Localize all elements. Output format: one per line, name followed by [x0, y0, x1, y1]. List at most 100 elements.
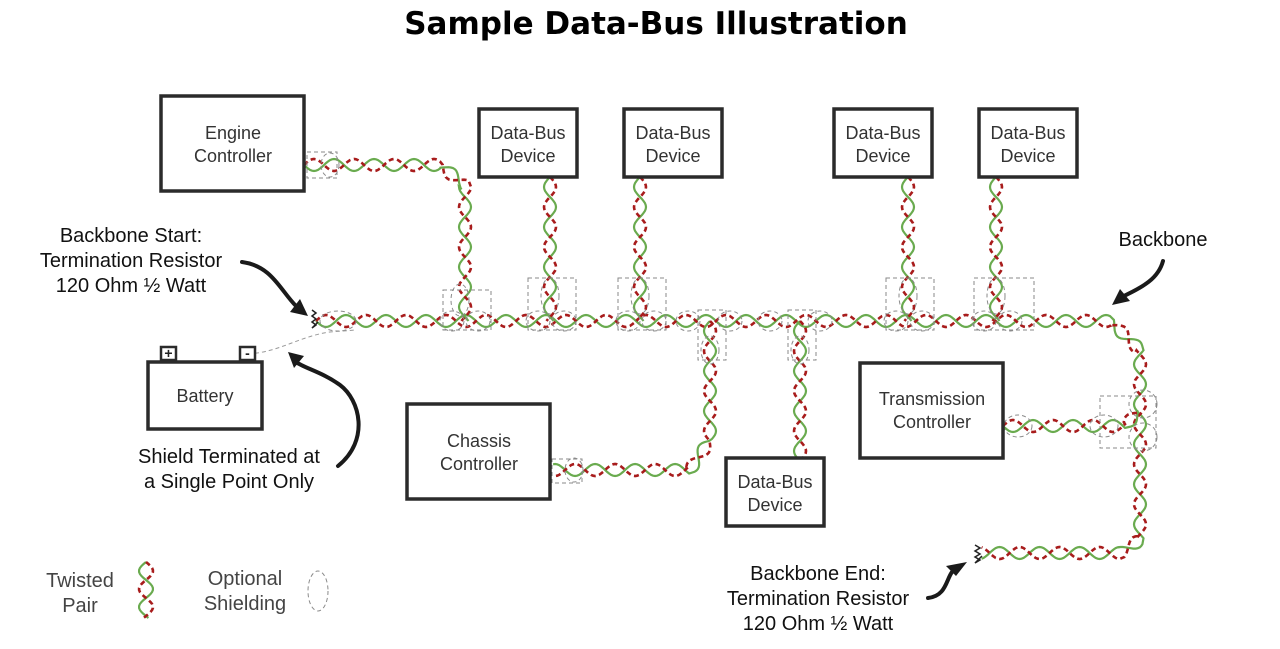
shielding-layer [306, 151, 1158, 484]
legend-twisted-pair-line1: Twisted [46, 570, 114, 592]
shield-oval [986, 277, 1006, 315]
shield-oval [630, 277, 650, 315]
shield-splice-box [1099, 395, 1157, 449]
engine-drop [303, 157, 473, 322]
twisted-pair-wire-b [988, 176, 1004, 322]
device-label-line2: Device [500, 146, 555, 166]
twisted-pair-wire-b [315, 313, 1148, 561]
battery-label: Battery [176, 386, 233, 406]
data-bus-device-box [977, 107, 1079, 179]
twisted-pair-wire-b [542, 176, 558, 322]
shield-oval [540, 277, 560, 315]
shield-oval [717, 310, 743, 332]
engine-controller-label-line1: Engine [205, 123, 261, 143]
shield-annotation: Shield Terminated at a Single Point Only [138, 352, 361, 493]
device-4-drop [988, 176, 1004, 322]
engine-controller-label-line2: Controller [194, 146, 272, 166]
optional-shielding-icon [307, 570, 329, 612]
backbone-start-annotation: Backbone Start: Termination Resistor 120… [40, 225, 308, 316]
shield-oval [883, 310, 909, 332]
wiring-layer [303, 157, 1148, 561]
data-bus-device-3: Data-Bus Device [832, 107, 934, 179]
shield-oval [1128, 389, 1158, 419]
shield-oval [450, 283, 470, 317]
legend: Twisted Pair Optional Shielding [46, 561, 329, 619]
shield-oval [641, 310, 667, 332]
battery: + - Battery [146, 345, 264, 431]
twisted-pair-wire-a [542, 176, 558, 322]
transmission-controller-label-line2: Controller [893, 412, 971, 432]
shield-oval [790, 335, 810, 365]
device-label-line1: Data-Bus [990, 123, 1065, 143]
transmission-drop [1002, 410, 1141, 434]
device-label-line1: Data-Bus [635, 123, 710, 143]
chassis-controller-label-line1: Chassis [447, 431, 511, 451]
battery-positive-terminal [159, 345, 178, 362]
data-bus-device-4: Data-Bus Device [977, 107, 1079, 179]
shield-oval [807, 310, 833, 332]
twisted-pair-wire-b [137, 561, 155, 619]
shield-splice-box [697, 309, 727, 361]
shield-oval [757, 310, 783, 332]
device-label-line2: Device [1000, 146, 1055, 166]
backbone-start-arrowhead [290, 299, 308, 316]
backbone-arrow [1122, 259, 1165, 298]
engine-controller: Engine Controller [159, 94, 306, 193]
chassis-controller: Chassis Controller [405, 402, 552, 501]
shield-oval [1003, 414, 1033, 438]
twisted-pair-wire-a [138, 561, 154, 619]
shield-line1: Shield Terminated at [138, 446, 320, 468]
twisted-pair-wire-a [632, 176, 648, 322]
data-bus-device-1: Data-Bus Device [477, 107, 579, 179]
device-label-line2: Device [747, 495, 802, 515]
data-bus-device-box [724, 456, 826, 528]
backbone-start-arrow [240, 260, 298, 308]
shield-oval [1128, 422, 1158, 452]
twisted-pair-wire-b [792, 320, 808, 458]
device-label-line2: Device [645, 146, 700, 166]
data-bus-device-5: Data-Bus Device [724, 456, 826, 528]
shield-oval [971, 310, 997, 332]
twisted-pair-wire-a [900, 176, 916, 322]
shield-oval [439, 310, 465, 332]
shield-oval [1089, 414, 1119, 438]
device-label-line2: Device [855, 146, 910, 166]
device-label-line1: Data-Bus [737, 472, 812, 492]
twisted-pair-wire-b [900, 176, 916, 322]
battery-positive-label: + [164, 345, 172, 361]
data-bus-device-box [622, 107, 724, 179]
device-2-drop [632, 176, 648, 322]
battery-negative-terminal [238, 345, 257, 362]
backbone-end-line1: Backbone End: [750, 563, 886, 585]
data-bus-device-box [832, 107, 934, 179]
twisted-pair-wire-a [1002, 410, 1139, 434]
twisted-pair-wire-a [552, 320, 718, 478]
chassis-controller-box [405, 402, 552, 501]
shield-oval [700, 335, 720, 365]
backbone-end-line3: 120 Ohm ½ Watt [743, 613, 894, 635]
twisted-pair-wire-a [303, 157, 473, 322]
legend-twisted-pair-line2: Pair [62, 595, 98, 617]
legend-shielding-line1: Optional [208, 568, 283, 590]
backbone-end-arrow [926, 570, 954, 600]
shield-oval [675, 310, 701, 332]
legend-shielding-line2: Shielding [204, 593, 286, 615]
shield-oval [909, 310, 935, 332]
shield-oval [615, 310, 641, 332]
backbone-start-line1: Backbone Start: [60, 225, 202, 247]
legend-twisted-pair [137, 561, 155, 619]
backbone-arrowhead [1112, 289, 1130, 305]
device-3-drop [900, 176, 916, 322]
device-label-line1: Data-Bus [490, 123, 565, 143]
backbone-annotation: Backbone [1112, 229, 1207, 305]
engine-controller-box [159, 94, 306, 193]
device-5-drop [792, 320, 808, 458]
shield-oval [898, 277, 918, 315]
device-1-drop [542, 176, 558, 322]
transmission-controller-label-line1: Transmission [879, 389, 985, 409]
shield-splice-box [551, 458, 583, 484]
shield-oval [525, 310, 551, 332]
shield-oval [551, 310, 577, 332]
twisted-pair-wire-a [792, 320, 808, 458]
